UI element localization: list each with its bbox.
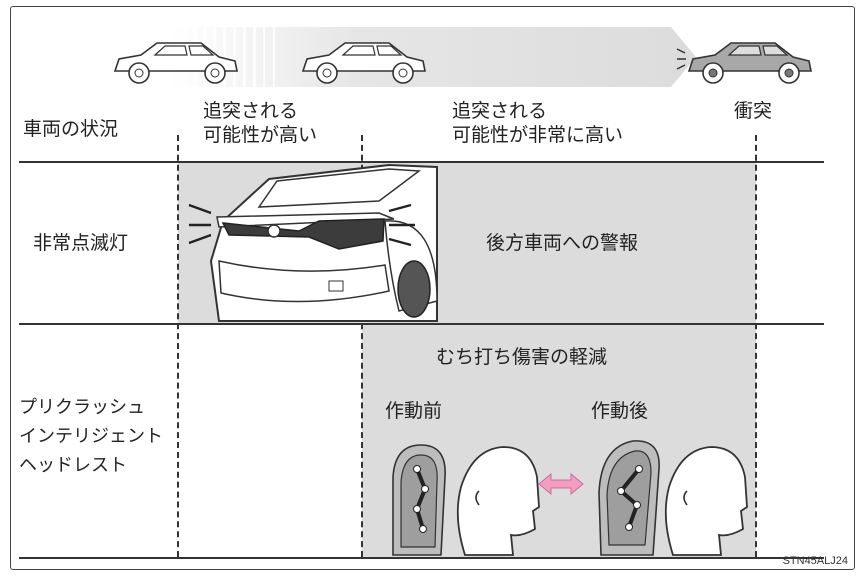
head-icon [456, 446, 540, 556]
after-label: 作動後 [591, 400, 649, 422]
row-divider [19, 161, 824, 163]
rear-car-illustration [188, 163, 438, 322]
hazard-description: 後方車両への警報 [486, 232, 639, 254]
situation-label: 車両の状況 [23, 118, 119, 140]
row-divider [19, 323, 824, 325]
phase-boundary [361, 135, 363, 557]
figure-code: STN45ALJ24 [782, 555, 848, 567]
row-divider [19, 557, 824, 559]
car-icon-2 [301, 42, 426, 84]
phase2-label: 追突される 可能性が非常に高い [452, 100, 624, 146]
phase-boundary [755, 135, 757, 557]
headrest-label: プリクラッシュ インテリジェント ヘッドレスト [19, 397, 163, 476]
phase3-label: 衝突 [734, 100, 773, 122]
headrest-before-icon [392, 444, 446, 556]
phase-boundary [177, 135, 179, 557]
head-icon [664, 446, 748, 556]
car-icon-3 [676, 42, 812, 84]
car-icon-1 [113, 42, 238, 84]
headrest-title: むち打ち傷害の軽減 [436, 346, 608, 368]
headrest-after-icon [598, 440, 660, 556]
diagram-frame: 車両の状況 追突される 可能性が高い 追突される 可能性が非常に高い 衝突 非常… [10, 6, 855, 570]
transition-arrow-icon [538, 472, 584, 496]
before-label: 作動前 [385, 400, 443, 422]
hazard-label: 非常点滅灯 [33, 232, 129, 254]
phase1-label: 追突される 可能性が高い [203, 100, 318, 146]
